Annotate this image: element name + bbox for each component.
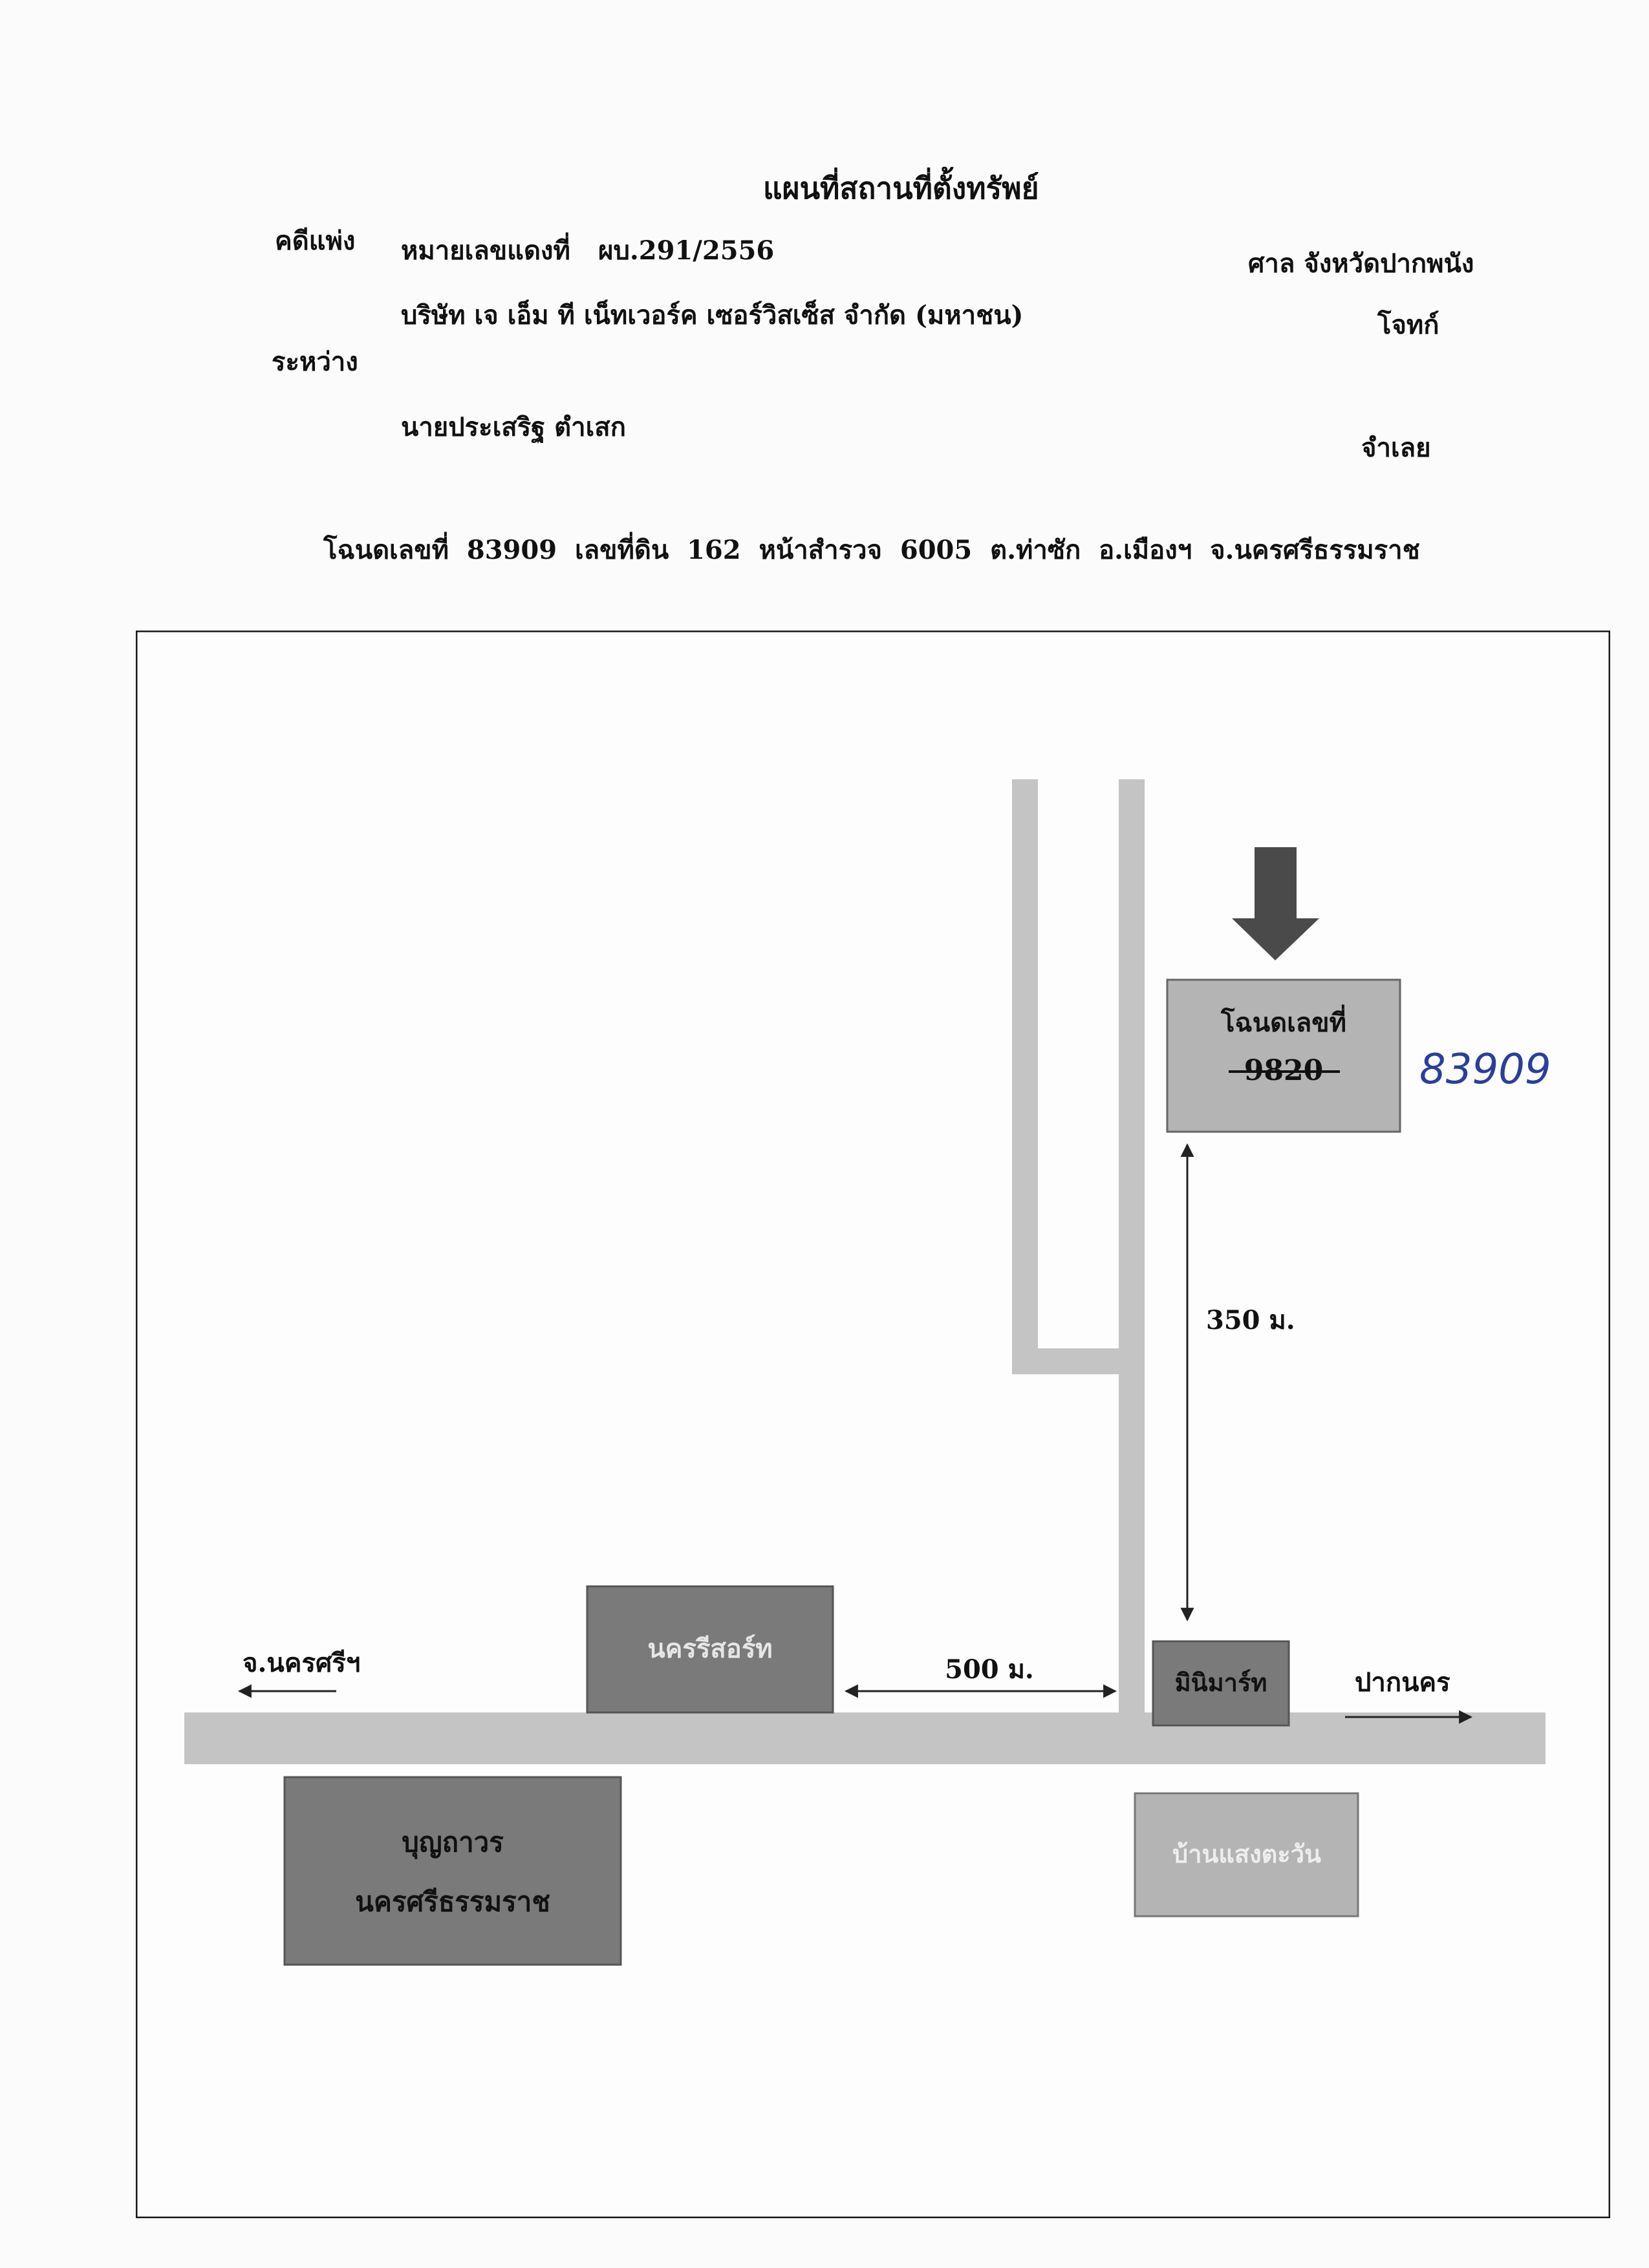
landmark-boonthavorn [283, 1776, 622, 1966]
location-map: โฉนดเลขที่ 9820 83909 350 ม. นครรีสอร์ท … [136, 631, 1610, 2218]
case-type-label: คดีแพ่ง [275, 226, 356, 256]
landmark-minimart-label: มินิมาร์ท [1175, 1668, 1267, 1697]
map-frame [136, 631, 1610, 2218]
side-road-vertical [1119, 779, 1145, 1725]
red-number-label: หมายเลขแดงที่ [401, 235, 570, 266]
horizontal-distance-label: 500 ม. [945, 1654, 1034, 1685]
direction-right-label: ปากนคร [1355, 1667, 1450, 1698]
plaintiff-role: โจทก์ [1377, 310, 1439, 340]
landmark-ban-saeng-tawan [1134, 1792, 1359, 1917]
defendant-role: จำเลย [1361, 433, 1431, 463]
red-number: ผบ.291/2556 [598, 235, 775, 266]
target-parcel-box [1166, 978, 1401, 1133]
plaintiff-name: บริษัท เจ เอ็ม ที เน็ทเวอร์ค เซอร์วิสเซ็… [401, 300, 1024, 330]
target-parcel-label: โฉนดเลขที่ [1220, 1004, 1346, 1038]
deed-description: โฉนดเลขที่ 83909 เลขที่ดิน 162 หน้าสำรวจ… [323, 535, 1420, 565]
defendant-name: นายประเสริฐ ตำเสก [401, 412, 626, 442]
landmark-nakhonsri-resort-label: นครรีสอร์ท [647, 1634, 772, 1664]
document-title: แผนที่สถานที่ตั้งทรัพย์ [763, 171, 1039, 206]
between-label: ระหว่าง [272, 347, 358, 377]
handwritten-deed-number: 83909 [1419, 1046, 1551, 1094]
down-arrow-icon [1232, 847, 1319, 960]
main-road [184, 1712, 1546, 1764]
branch-road-vertical [1012, 779, 1038, 1374]
branch-road-connector [1012, 1348, 1145, 1374]
landmark-boonthavorn-label-2: นครศรีธรรมราช [355, 1886, 550, 1917]
vertical-distance-label: 350 ม. [1206, 1305, 1295, 1335]
landmark-nakhonsri-resort [586, 1585, 834, 1714]
landmark-minimart [1152, 1640, 1290, 1727]
court-name: ศาล จังหวัดปากพนัง [1248, 248, 1474, 279]
landmark-boonthavorn-label-1: บุญถาวร [402, 1826, 504, 1859]
landmark-ban-saeng-tawan-label: บ้านแสงตะวัน [1172, 1839, 1321, 1868]
direction-left-label: จ.นครศรีฯ [242, 1648, 360, 1678]
